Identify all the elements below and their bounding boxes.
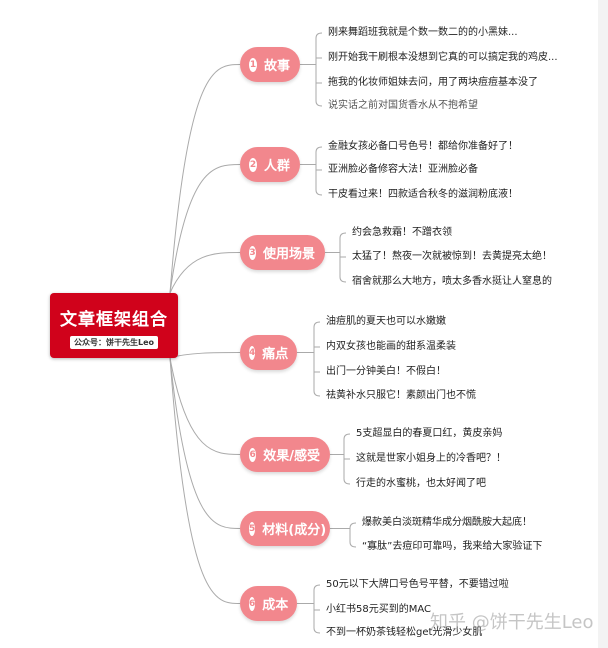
leaf-item[interactable]: 拖我的化妆师姐妹去问，用了两块痘痘基本没了 [328, 77, 538, 88]
number-badge-icon: 3 [249, 245, 256, 260]
leaf-item[interactable]: 太猛了！熬夜一次就被惊到！去黄提亮太绝！ [352, 251, 552, 262]
root-connector [169, 357, 241, 529]
leaf-item[interactable]: 金融女孩必备口号色号！都给你准备好了！ [328, 141, 518, 152]
root-connector [169, 357, 241, 455]
branch-label: 痛点 [262, 347, 289, 362]
branch-label: 成本 [262, 598, 289, 613]
root-connector [169, 357, 241, 604]
leaf-bracket [313, 584, 321, 634]
leaf-item[interactable]: 亚洲脸必备修容大法！亚洲脸必备 [328, 164, 478, 175]
leaf-item[interactable]: 行走的水蜜桃，也太好闻了吧 [356, 478, 486, 489]
number-badge-icon: 6 [249, 596, 256, 611]
branch-node-6[interactable]: 5 材料(成分) [240, 511, 330, 546]
number-badge-icon: 5 [249, 521, 256, 536]
branch-node-7[interactable]: 6 成本 [240, 586, 297, 621]
branch-node-1[interactable]: 1 故事 [240, 47, 300, 82]
number-badge-icon: 1 [249, 57, 257, 72]
leaf-item[interactable]: 油痘肌的夏天也可以水嫩嫩 [326, 316, 446, 327]
watermark: 知乎 @饼干先生Leo [430, 612, 594, 633]
leaf-item[interactable]: “寡肽”去痘印可靠吗，我来给大家验证下 [362, 541, 543, 552]
branch-node-3[interactable]: 3 使用场景 [240, 235, 325, 270]
right-edge-strip [598, 0, 608, 648]
leaf-item[interactable]: 出门一分钟美白！不假白！ [326, 366, 446, 377]
root-connector [169, 352, 241, 359]
leaf-item[interactable]: 干皮看过来！四款适合秋冬的滋润粉底液！ [328, 189, 518, 200]
leaf-item[interactable]: 5支超显白的春夏口红，黄皮亲妈 [356, 428, 503, 439]
leaf-bracket [313, 321, 321, 397]
root-title: 文章框架组合 [60, 310, 168, 330]
leaf-item[interactable]: 50元以下大牌口号色号平替，不要错过啦 [326, 579, 509, 590]
leaf-bracket [315, 32, 323, 107]
number-badge-icon: 4 [249, 345, 256, 360]
leaf-bracket [315, 146, 323, 196]
branch-node-2[interactable]: 2 人群 [240, 147, 300, 182]
leaf-item[interactable]: 宿舍就那么大地方，喷太多香水挺让人窒息的 [352, 276, 552, 287]
root-connector [169, 252, 241, 294]
leaf-item[interactable]: 说实话之前对国货香水从不抱希望 [328, 100, 478, 111]
branch-label: 故事 [263, 59, 290, 74]
leaf-item[interactable]: 不到一杯奶茶钱轻松get光滑少女肌 [326, 627, 483, 638]
leaf-bracket [349, 522, 357, 548]
leaf-item[interactable]: 内双女孩也能画的甜系温柔装 [326, 341, 456, 352]
root-connector [169, 64, 241, 294]
number-badge-icon: 2 [249, 157, 257, 172]
leaf-item[interactable]: 约会急救霜！不蹭衣领 [352, 227, 452, 238]
root-node[interactable]: 文章框架组合 公众号：饼干先生Leo [50, 293, 178, 358]
leaf-item[interactable]: 刚开始我干刷根本没想到它真的可以搞定我的鸡皮... [328, 52, 558, 63]
branch-label: 使用场景 [262, 247, 315, 262]
leaf-item[interactable]: 这就是世家小姐身上的冷香吧？！ [356, 453, 506, 464]
branch-label: 效果/感受 [263, 449, 320, 464]
leaf-item[interactable]: 小红书58元买到的MAC [326, 604, 431, 615]
leaf-item[interactable]: 爆款美白淡斑精华成分烟酰胺大起底！ [362, 517, 532, 528]
branch-label: 材料(成分) [262, 523, 327, 538]
branch-node-5[interactable]: 6 效果/感受 [240, 437, 330, 472]
root-connector [169, 164, 241, 294]
branch-label: 人群 [263, 159, 290, 174]
branch-node-4[interactable]: 4 痛点 [240, 335, 297, 370]
number-badge-icon: 6 [249, 447, 257, 462]
root-subtitle: 公众号：饼干先生Leo [69, 336, 159, 349]
leaf-item[interactable]: 祛黄补水只服它！素颜出门也不慌 [326, 390, 476, 401]
leaf-item[interactable]: 刚来舞蹈班我就是个数一数二的的小黑妹... [328, 27, 518, 38]
